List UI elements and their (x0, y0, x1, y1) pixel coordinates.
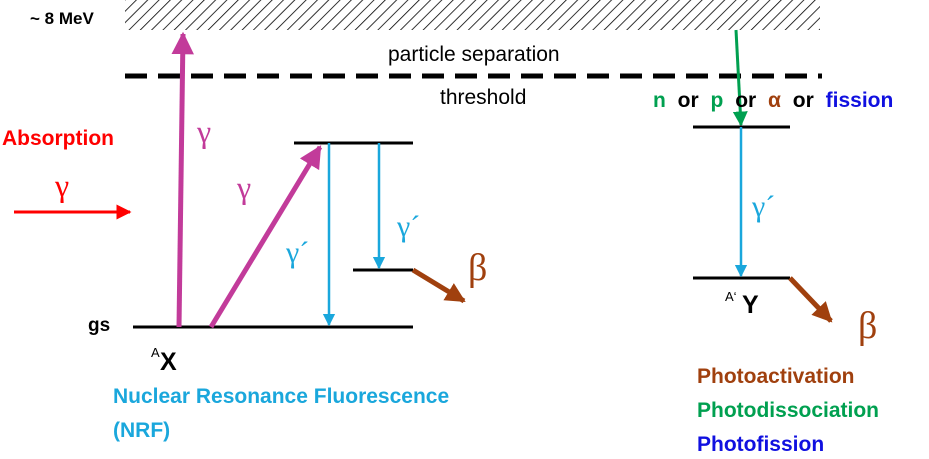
photoactivation-label: Photoactivation (697, 365, 855, 388)
gs-label: gs (88, 315, 110, 336)
gamma-prime-label-left: γ´ (285, 236, 309, 269)
ax-superscript: A (151, 345, 160, 360)
gamma-label-vertical: γ (196, 113, 211, 149)
channel-p: p (711, 89, 724, 112)
nrf-caption-line1: Nuclear Resonance Fluorescence (113, 385, 449, 408)
beta-label-left: β (468, 247, 487, 289)
ay-superscript: A‘ (725, 289, 737, 304)
channel-or-3: or (793, 89, 814, 112)
ay-symbol: Y (742, 291, 759, 319)
decay-channels-label: n or p or α or fission (653, 89, 893, 112)
photodissociation-label: Photodissociation (697, 399, 879, 422)
absorption-label: Absorption (2, 127, 114, 150)
particle-emission-arrow (732, 29, 748, 127)
channel-or-1: or (678, 89, 699, 112)
ax-symbol: X (160, 348, 177, 376)
beta-label-right: β (858, 305, 877, 347)
excitation-arrow (208, 145, 323, 329)
nrf-caption-line2: (NRF) (113, 419, 170, 442)
absorption-to-continuum-arrow (171, 31, 194, 328)
continuum-band (125, 0, 820, 30)
gamma-label-diagonal: γ (236, 169, 251, 205)
channel-fission: fission (826, 89, 894, 112)
energy-label: ~ 8 MeV (30, 9, 94, 28)
channel-alpha: α (768, 89, 781, 112)
beta-decay-arrow-right (788, 276, 833, 323)
particle-separation-label: particle separation (388, 43, 560, 66)
absorption-gamma: γ (54, 167, 69, 203)
threshold-label: threshold (440, 86, 526, 109)
gamma-prime-label-daughter: γ´ (751, 190, 775, 223)
beta-decay-arrow-left (411, 267, 466, 304)
gamma-prime-label-right: γ´ (396, 210, 420, 243)
photofission-label: Photofission (697, 433, 824, 454)
channel-or-2: or (735, 89, 756, 112)
channel-n: n (653, 89, 666, 112)
